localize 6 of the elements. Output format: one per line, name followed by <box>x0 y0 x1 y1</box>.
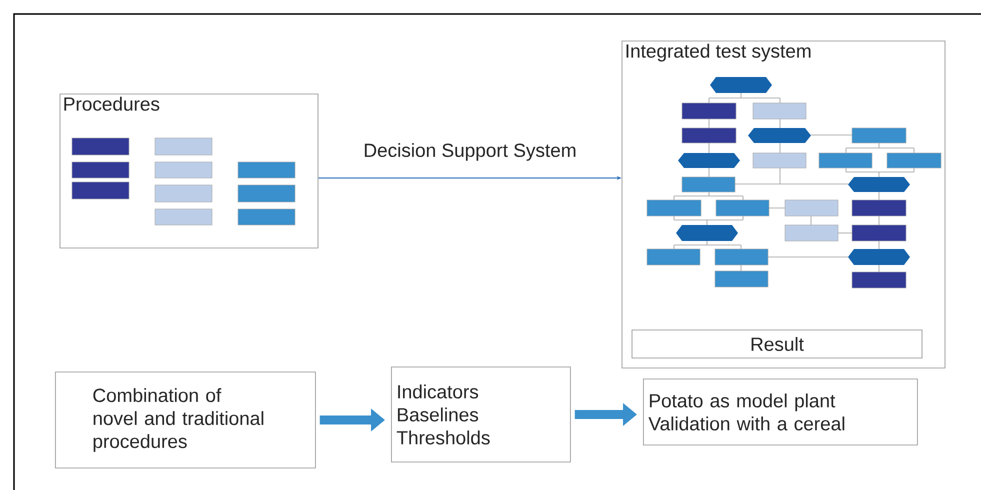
text-box: Combination of novel and traditional procedures <box>55 372 316 468</box>
result-box: Result <box>632 330 922 358</box>
text-box: Indicators Baselines Thresholds <box>391 366 571 462</box>
panel-box: Procedures <box>60 94 318 248</box>
edge-label: Decision Support System <box>364 143 576 161</box>
text-box: Potato as model plant Validation with a cereal <box>643 378 918 446</box>
